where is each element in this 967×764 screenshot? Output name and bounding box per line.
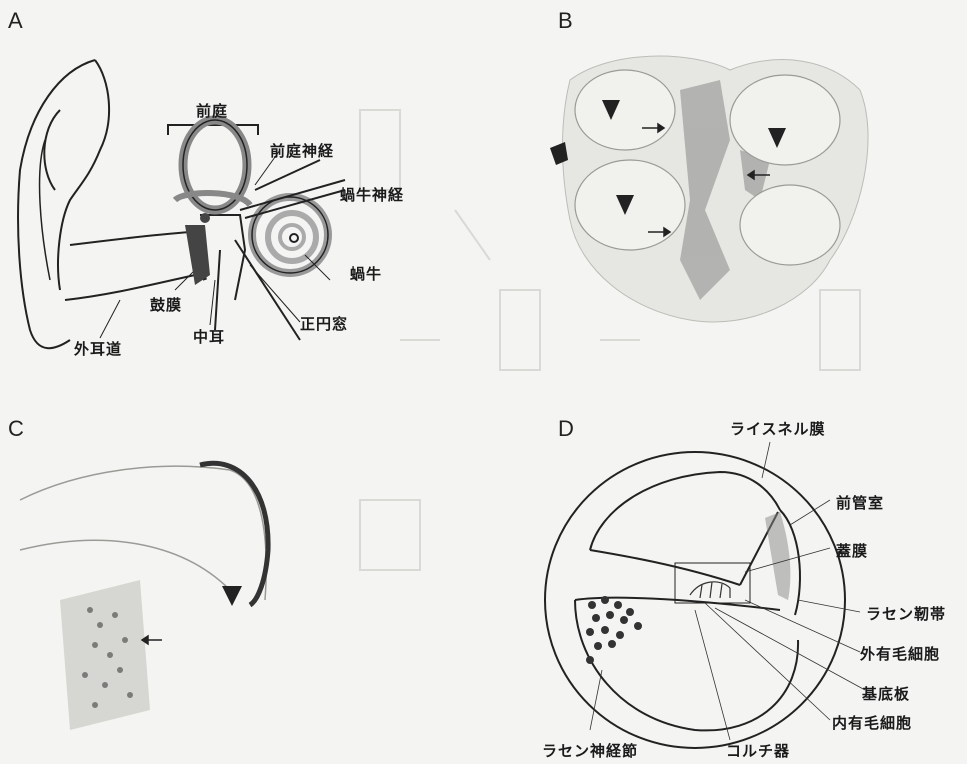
label-cochlear-nerve: 蝸牛神経	[340, 184, 404, 205]
label-vestibular-nerve: 前庭神経	[270, 140, 334, 161]
label-scala-vestibuli: 前管室	[836, 492, 884, 513]
panel-c-micrograph: C	[0, 410, 480, 764]
label-inner-hair-cells: 内有毛細胞	[832, 712, 912, 733]
label-organ-of-corti: コルチ器	[726, 740, 790, 761]
ear-anatomy-drawing	[0, 0, 480, 390]
label-vestibule: 前庭	[196, 100, 228, 121]
cochlea-cross-section-drawing	[530, 400, 967, 764]
label-tectorial-membrane: 蓋膜	[836, 540, 868, 561]
label-cochlea: 蝸牛	[350, 263, 382, 284]
micrograph-c-image	[0, 410, 480, 764]
panel-a-ear-anatomy: A	[0, 0, 480, 390]
label-ear-canal: 外耳道	[74, 338, 122, 359]
label-outer-hair-cells: 外有毛細胞	[860, 643, 940, 664]
label-reissner-membrane: ライスネル膜	[730, 418, 826, 439]
label-eardrum: 鼓膜	[150, 294, 182, 315]
panel-d-cochlea-cross-section: D	[530, 400, 967, 764]
arrowhead-marker-c	[222, 586, 242, 606]
label-middle-ear: 中耳	[193, 326, 225, 347]
micrograph-b-image	[530, 0, 967, 390]
label-basilar-membrane: 基底板	[862, 683, 910, 704]
label-spiral-ligament: ラセン靭帯	[866, 603, 946, 624]
panel-b-micrograph: B	[530, 0, 967, 390]
label-round-window: 正円窓	[300, 313, 348, 334]
label-spiral-ganglion: ラセン神経節	[542, 740, 638, 761]
